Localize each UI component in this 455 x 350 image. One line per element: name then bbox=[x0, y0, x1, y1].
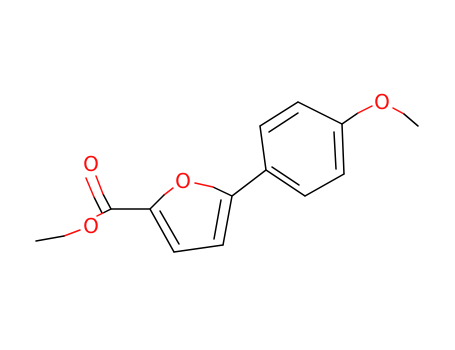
bond-ar-6-1 bbox=[265, 169, 306, 197]
ester-oxygen-label: O bbox=[83, 214, 99, 238]
bond-c-oester-red bbox=[96, 212, 104, 217]
bond-furan-phenyl bbox=[231, 169, 267, 197]
bond-o1-c2-red bbox=[163, 187, 174, 196]
bond-omethoxy-methyl bbox=[403, 113, 419, 127]
bond-ar-omethoxy bbox=[341, 112, 359, 125]
carbonyl-oxygen-label: O bbox=[83, 152, 99, 176]
bond-ar-1-2 bbox=[259, 125, 267, 171]
benzene-ring bbox=[231, 101, 345, 197]
furan-ring bbox=[149, 182, 233, 253]
bond-c-oester bbox=[102, 208, 112, 214]
bond-ar-2-3 bbox=[259, 101, 299, 127]
bond-ar-omethoxy-red bbox=[357, 105, 373, 114]
methyl-ester-group bbox=[35, 175, 151, 242]
bond-ar-inner-a bbox=[268, 112, 299, 133]
methoxy-group bbox=[341, 105, 419, 127]
bond-co-double-2 bbox=[93, 196, 103, 214]
bond-ar-5-6 bbox=[304, 173, 345, 197]
bond-oester-methyl-red bbox=[63, 229, 81, 237]
bond-c5-o1-red bbox=[194, 182, 214, 188]
bond-c4-c5-inner bbox=[213, 199, 222, 240]
bond-ar-inner-b bbox=[333, 131, 337, 170]
bond-omethoxy-methyl-red bbox=[392, 107, 405, 115]
bond-c5-o1 bbox=[212, 186, 233, 197]
bond-oester-methyl bbox=[35, 235, 65, 242]
bond-c2-c3 bbox=[149, 208, 175, 253]
bond-c4-c5 bbox=[222, 195, 233, 246]
bond-ar-3-4 bbox=[297, 101, 343, 125]
bond-ar-4-5 bbox=[341, 123, 345, 175]
bond-co-double-2-red bbox=[85, 177, 95, 198]
bond-ar-inner-c bbox=[271, 166, 300, 186]
bond-o1-c2 bbox=[149, 194, 165, 210]
bond-c3-c4 bbox=[173, 244, 224, 253]
bond-c2-c3-inner bbox=[159, 210, 180, 245]
bond-co-double-1 bbox=[102, 193, 112, 210]
bond-co-double-1-red bbox=[95, 175, 104, 195]
furan-ring-oxygen-label: O bbox=[175, 169, 191, 193]
methoxy-oxygen-label: O bbox=[374, 90, 390, 114]
